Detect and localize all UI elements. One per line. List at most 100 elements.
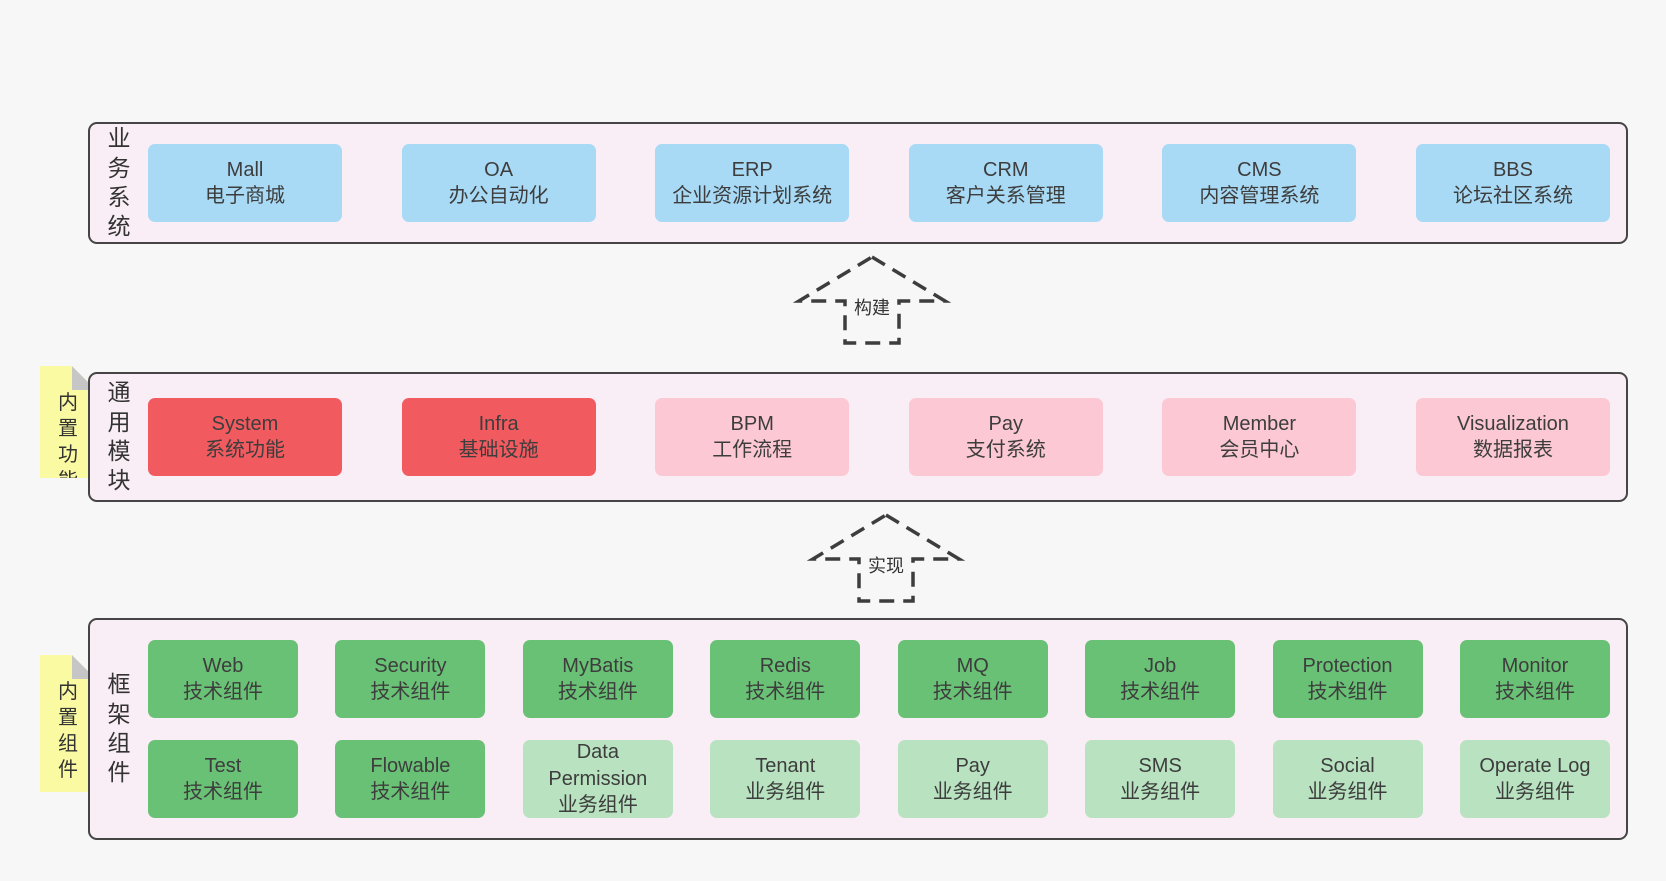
box-en-label: Web [202, 654, 244, 677]
component-row-1: Web 技术组件 Security 技术组件 MyBatis 技术组件 Redi… [148, 640, 1610, 718]
box-en-label: CRM [983, 158, 1029, 181]
box-pay: Pay 支付系统 [908, 398, 1103, 476]
box-sms: SMS 业务组件 [1085, 740, 1236, 818]
sticky-note-label: 内置功能 [58, 392, 78, 492]
box-en-label: Security [374, 654, 447, 677]
box-zh-label: 办公自动化 [448, 185, 549, 207]
box-test: Test 技术组件 [148, 740, 298, 818]
box-data-permission: Data Permission 业务组件 [522, 740, 673, 818]
up-block-arrow-icon [806, 512, 966, 603]
box-mybatis: MyBatis 技术组件 [522, 640, 673, 718]
box-zh-label: 业务组件 [1494, 781, 1575, 803]
box-zh-label: 客户关系管理 [945, 185, 1066, 207]
box-zh-label: 技术组件 [745, 681, 826, 703]
panel-side-label-text: 框架组件 [107, 671, 131, 786]
box-en-label: Data Permission [548, 741, 648, 790]
box-en-label: Tenant [755, 754, 816, 777]
implement-arrow-icon: 实现 [806, 512, 966, 604]
box-en-label: Pay [955, 754, 990, 777]
panel-content: System 系统功能 Infra 基础设施 BPM 工作流程 Pay 支付系统… [148, 374, 1626, 500]
box-redis: Redis 技术组件 [710, 640, 861, 718]
box-en-label: System [211, 412, 279, 435]
sticky-note-built-in-features: 内置功能 [40, 366, 96, 478]
box-en-label: MyBatis [562, 654, 634, 677]
component-row-2: Test 技术组件 Flowable 技术组件 Data Permission … [148, 740, 1610, 818]
box-en-label: SMS [1138, 754, 1182, 777]
box-social: Social 业务组件 [1272, 740, 1423, 818]
box-en-label: Social [1320, 754, 1375, 777]
box-operate-log: Operate Log 业务组件 [1459, 740, 1610, 818]
sticky-note-label: 内置组件 [58, 681, 78, 781]
box-en-label: MQ [956, 654, 989, 677]
box-zh-label: 技术组件 [932, 681, 1013, 703]
box-en-label: Member [1222, 412, 1297, 435]
box-en-label: BPM [730, 412, 774, 435]
box-bbs: BBS 论坛社区系统 [1415, 144, 1610, 222]
box-oa: OA 办公自动化 [401, 144, 596, 222]
box-tenant: Tenant 业务组件 [710, 740, 861, 818]
box-infra: Infra 基础设施 [401, 398, 596, 476]
box-zh-label: 技术组件 [557, 681, 638, 703]
box-zh-label: 基础设施 [458, 439, 539, 461]
box-zh-label: 业务组件 [1120, 781, 1201, 803]
box-zh-label: 技术组件 [183, 681, 263, 703]
build-arrow-icon: 构建 [792, 254, 952, 346]
panel-side-label: 通用模块 [90, 374, 148, 500]
box-pay-biz: Pay 业务组件 [897, 740, 1048, 818]
box-zh-label: 技术组件 [1494, 681, 1575, 703]
box-cms: CMS 内容管理系统 [1162, 144, 1357, 222]
sticky-note-built-in-components: 内置组件 [40, 655, 96, 792]
box-zh-label: 支付系统 [965, 439, 1046, 461]
panel-business-systems: 业务系统 Mall 电子商城 OA 办公自动化 ERP 企业资源计划系统 CRM… [88, 122, 1628, 244]
box-bpm: BPM 工作流程 [655, 398, 850, 476]
box-zh-label: 内容管理系统 [1199, 185, 1320, 207]
box-protection: Protection 技术组件 [1272, 640, 1423, 718]
box-zh-label: 企业资源计划系统 [672, 185, 833, 207]
up-block-arrow-icon [792, 254, 952, 345]
box-zh-label: 业务组件 [1307, 781, 1388, 803]
box-mall: Mall 电子商城 [148, 144, 342, 222]
box-en-label: Test [204, 754, 242, 777]
panel-side-label: 框架组件 [90, 620, 148, 838]
panel-content: Web 技术组件 Security 技术组件 MyBatis 技术组件 Redi… [148, 620, 1626, 838]
box-zh-label: 系统功能 [205, 439, 285, 461]
box-en-label: ERP [731, 158, 773, 181]
box-en-label: Infra [478, 412, 519, 435]
box-en-label: Flowable [370, 754, 451, 777]
panel-framework-components: 框架组件 Web 技术组件 Security 技术组件 MyBatis 技术组件… [88, 618, 1628, 840]
panel-side-label-text: 业务系统 [107, 125, 131, 240]
box-zh-label: 技术组件 [183, 781, 263, 803]
panel-side-label-text: 通用模块 [107, 379, 131, 494]
box-en-label: Mall [226, 158, 264, 181]
arrow-label: 实现 [864, 552, 908, 578]
box-job: Job 技术组件 [1085, 640, 1236, 718]
box-flowable: Flowable 技术组件 [335, 740, 486, 818]
box-en-label: BBS [1492, 158, 1533, 181]
arrow-label: 构建 [850, 294, 894, 320]
box-security: Security 技术组件 [335, 640, 486, 718]
box-web: Web 技术组件 [148, 640, 298, 718]
box-en-label: OA [484, 158, 514, 181]
box-zh-label: 技术组件 [370, 781, 451, 803]
box-zh-label: 业务组件 [932, 781, 1013, 803]
box-zh-label: 电子商城 [205, 185, 285, 207]
box-en-label: Monitor [1501, 654, 1569, 677]
box-en-label: Protection [1302, 654, 1393, 677]
box-monitor: Monitor 技术组件 [1459, 640, 1610, 718]
box-crm: CRM 客户关系管理 [908, 144, 1103, 222]
box-visualization: Visualization 数据报表 [1415, 398, 1610, 476]
box-zh-label: 论坛社区系统 [1452, 185, 1573, 207]
box-en-label: CMS [1237, 158, 1282, 181]
box-zh-label: 技术组件 [1307, 681, 1388, 703]
box-zh-label: 业务组件 [557, 794, 638, 817]
panel-content: Mall 电子商城 OA 办公自动化 ERP 企业资源计划系统 CRM 客户关系… [148, 124, 1626, 242]
box-en-label: Visualization [1457, 412, 1569, 435]
box-system: System 系统功能 [148, 398, 342, 476]
box-zh-label: 工作流程 [712, 439, 793, 461]
panel-side-label: 业务系统 [90, 124, 148, 242]
box-member: Member 会员中心 [1162, 398, 1357, 476]
box-mq: MQ 技术组件 [897, 640, 1048, 718]
box-zh-label: 数据报表 [1472, 439, 1553, 461]
box-en-label: Pay [988, 412, 1024, 435]
panel-common-modules: 通用模块 System 系统功能 Infra 基础设施 BPM 工作流程 Pay… [88, 372, 1628, 502]
